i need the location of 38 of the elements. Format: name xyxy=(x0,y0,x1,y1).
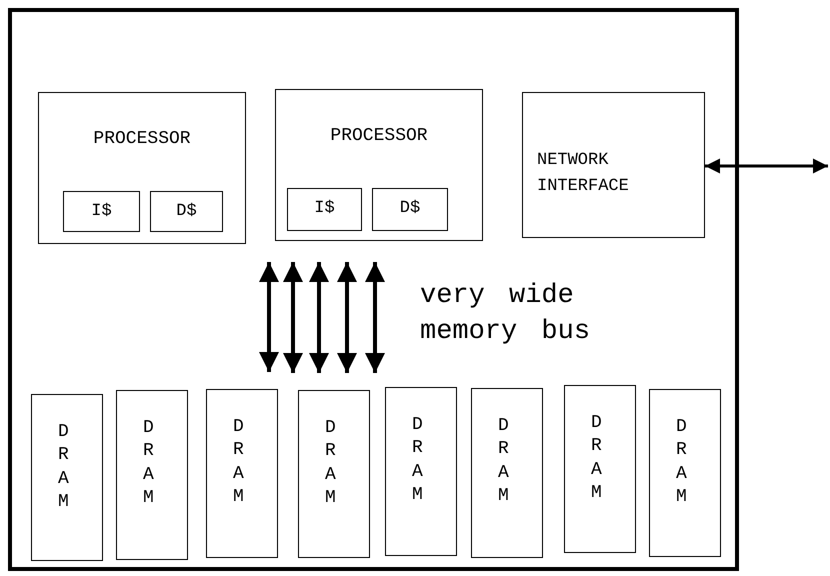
processor-box xyxy=(275,89,483,241)
memory-module-box xyxy=(31,394,103,561)
module-label: DRAM xyxy=(591,412,603,506)
arrow xyxy=(365,262,385,373)
memory-module-box xyxy=(116,390,188,560)
cache-box xyxy=(372,188,448,231)
memory-module-box xyxy=(206,389,278,558)
memory-module-box xyxy=(649,389,721,557)
cache-label: D$ xyxy=(175,202,198,221)
module-label: DRAM xyxy=(233,416,245,510)
memory-module-box xyxy=(298,390,370,558)
arrow xyxy=(337,262,357,373)
module-label: DRAM xyxy=(325,417,337,510)
interface-label: NETWORK INTERFACE xyxy=(537,150,630,198)
cache-label: D$ xyxy=(398,199,422,218)
arrow xyxy=(309,262,329,373)
module-label: DRAM xyxy=(412,414,424,508)
processor-label: PROCESSOR xyxy=(329,126,429,146)
cache-label: I$ xyxy=(313,199,336,218)
processor-label: PROCESSOR xyxy=(92,129,192,149)
memory-module-box xyxy=(385,387,457,556)
arrow xyxy=(705,158,828,174)
processor-box xyxy=(38,92,246,244)
module-label: DRAM xyxy=(58,421,70,514)
cache-box xyxy=(63,191,140,232)
module-label: DRAM xyxy=(676,416,688,510)
bus-label: very wide memory bus xyxy=(420,280,592,349)
module-label: DRAM xyxy=(143,417,155,510)
arrow xyxy=(283,262,303,373)
chip-box xyxy=(8,8,739,571)
cache-box xyxy=(287,188,362,231)
interface-box xyxy=(522,92,705,238)
cache-box xyxy=(150,191,223,232)
arrow xyxy=(259,262,279,372)
cache-label: I$ xyxy=(90,202,113,221)
memory-module-box xyxy=(564,385,636,553)
memory-module-box xyxy=(471,388,543,558)
module-label: DRAM xyxy=(498,415,510,508)
